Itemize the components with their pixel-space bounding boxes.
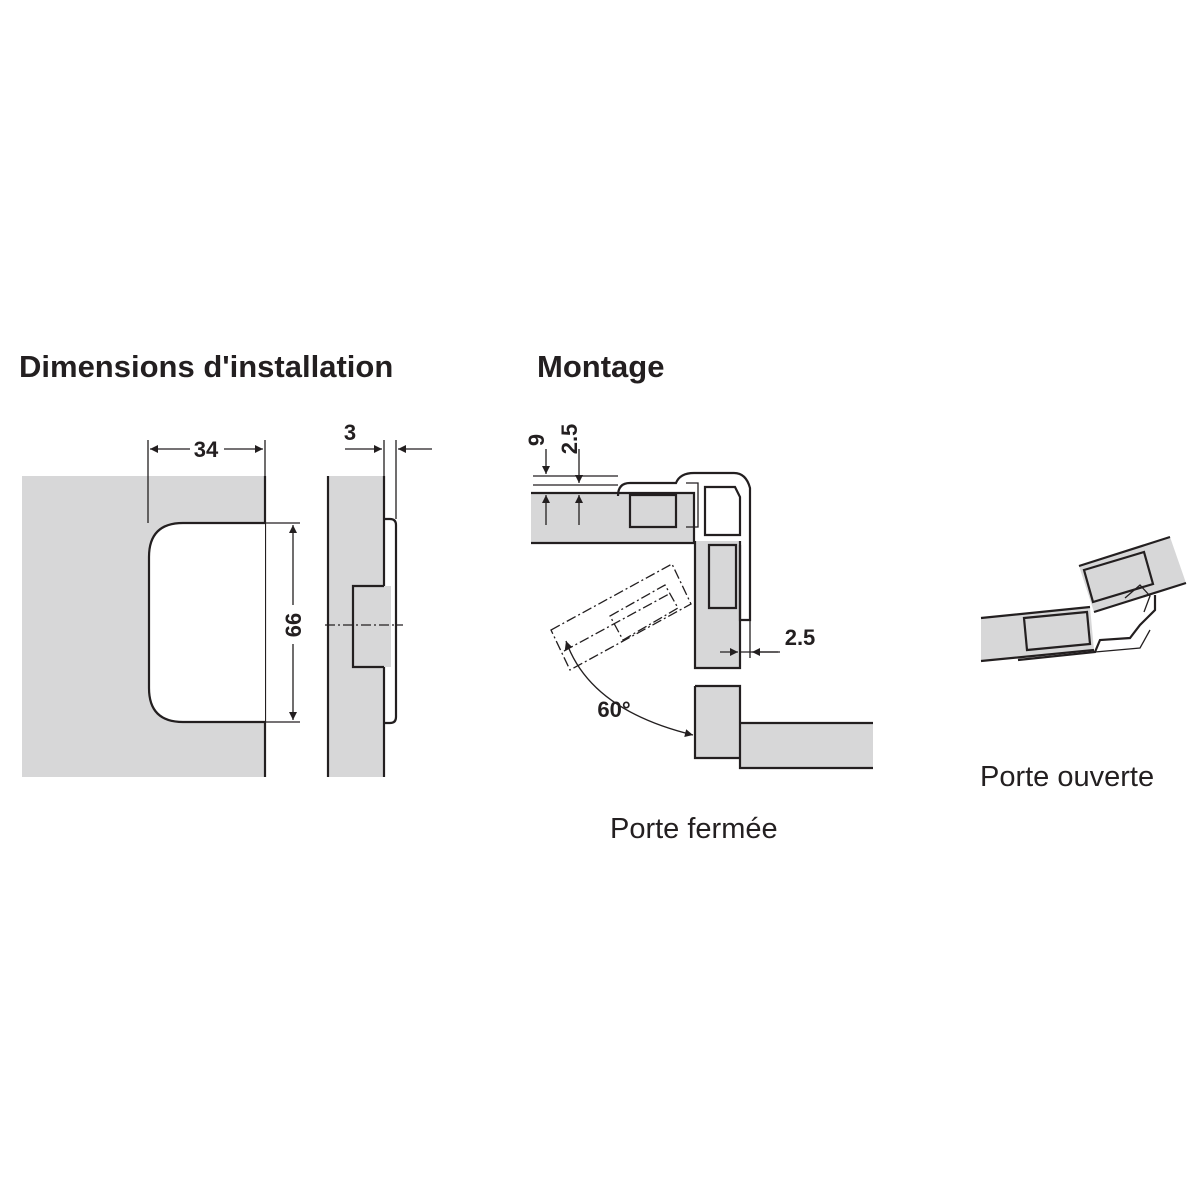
hinge-cup-outline	[147, 521, 265, 724]
dimension-2.5-side-label: 2.5	[785, 625, 816, 650]
side-view-panel	[325, 476, 403, 777]
open-door-assembly	[980, 535, 1187, 663]
dimension-66	[266, 522, 300, 723]
dimension-9-2.5	[533, 449, 618, 525]
mounting-heading: Montage	[537, 349, 665, 384]
dimension-3-label: 3	[344, 420, 356, 445]
dimension-34-label: 34	[194, 437, 219, 462]
dimension-34	[147, 440, 266, 523]
dimension-2.5-top-label: 2.5	[557, 424, 582, 455]
dimension-66-label: 66	[281, 613, 306, 637]
closed-door-caption: Porte fermée	[610, 813, 778, 845]
front-view-panel	[22, 476, 267, 777]
installation-dimensions-heading: Dimensions d'installation	[19, 349, 394, 384]
cabinet-corner	[693, 684, 873, 770]
dimension-3	[345, 440, 432, 519]
angle-60	[564, 640, 694, 737]
dimension-9-label: 9	[524, 434, 549, 446]
dimension-2.5-side	[720, 620, 780, 658]
angle-60-label: 60°	[597, 697, 630, 722]
open-door-caption: Porte ouverte	[980, 761, 1155, 793]
closed-door-assembly	[531, 471, 752, 671]
